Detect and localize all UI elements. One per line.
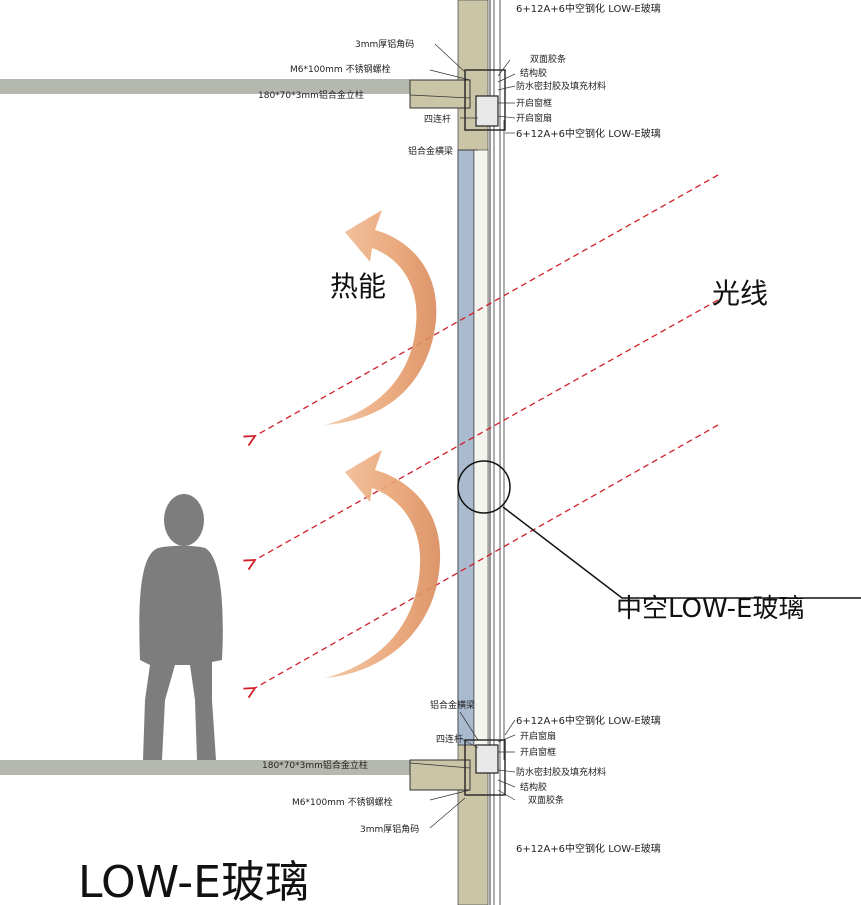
glass-cavity — [473, 149, 489, 746]
page-title: LOW-E玻璃 — [78, 857, 309, 905]
top-note-corner-code: 3mm厚铝角码 — [355, 38, 414, 50]
heat-label: 热能 — [330, 270, 386, 303]
glass-callout-leader — [502, 506, 861, 599]
person-head — [164, 494, 204, 546]
top-note-glass-spec-2: 6+12A+6中空钢化 LOW-E玻璃 — [516, 127, 661, 140]
glass-callout-circle — [457, 460, 511, 514]
top-note-bolt: M6*100mm 不锈钢螺栓 — [290, 63, 391, 75]
bottom-note-double-tape: 双面胶条 — [528, 794, 564, 806]
bottom-note-mullion: 180*70*3mm铝合金立柱 — [262, 759, 368, 771]
light-ray-1 — [255, 174, 719, 436]
person-silhouette — [139, 494, 223, 760]
bottom-joint-inner — [475, 744, 499, 774]
top-note-waterproof: 防水密封胶及填充材料 — [516, 80, 606, 92]
glass-outer-pane — [457, 149, 475, 746]
top-joint-detail — [464, 69, 506, 131]
glass-label: 中空LOW-E玻璃 — [616, 594, 805, 624]
light-label: 光线 — [712, 277, 768, 310]
bottom-note-leaders — [409, 711, 516, 829]
person-body — [139, 545, 223, 760]
bottom-note-glass-spec-2: 6+12A+6中空钢化 LOW-E玻璃 — [516, 842, 661, 855]
heat-arrow-upper — [325, 210, 437, 425]
bottom-mullion-block — [409, 759, 471, 791]
bottom-note-window-sash: 开启窗扇 — [520, 730, 556, 742]
top-note-structural-glue: 结构胶 — [520, 67, 547, 79]
bottom-note-four-link: 四连杆 — [436, 733, 463, 745]
bottom-note-structural-glue: 结构胶 — [520, 781, 547, 793]
top-note-window-sash: 开启窗扇 — [516, 112, 552, 124]
bottom-note-waterproof: 防水密封胶及填充材料 — [516, 766, 606, 778]
top-note-mullion: 180*70*3mm铝合金立柱 — [258, 89, 364, 101]
top-floor-slab — [0, 79, 410, 94]
heat-arrow-lower — [325, 450, 441, 678]
top-note-window-frame: 开启窗框 — [516, 97, 552, 109]
bottom-note-window-frame: 开启窗框 — [520, 746, 556, 758]
light-ray-2 — [255, 299, 719, 560]
top-note-glass-spec: 6+12A+6中空钢化 LOW-E玻璃 — [516, 2, 661, 15]
light-ray-3 — [255, 424, 719, 688]
top-note-transom: 铝合金横梁 — [408, 145, 453, 157]
top-note-leaders — [409, 43, 516, 151]
top-note-four-link: 四连杆 — [424, 113, 451, 125]
top-mullion-block — [409, 79, 471, 109]
top-joint-inner — [475, 95, 499, 127]
top-note-double-tape: 双面胶条 — [530, 53, 566, 65]
bottom-note-corner-code: 3mm厚铝角码 — [360, 823, 419, 835]
bottom-floor-slab — [0, 760, 410, 775]
bottom-note-transom: 铝合金横梁 — [430, 699, 475, 711]
bottom-note-glass-spec: 6+12A+6中空钢化 LOW-E玻璃 — [516, 714, 661, 727]
light-rays — [255, 174, 719, 688]
bottom-note-bolt: M6*100mm 不锈钢螺栓 — [292, 796, 393, 808]
